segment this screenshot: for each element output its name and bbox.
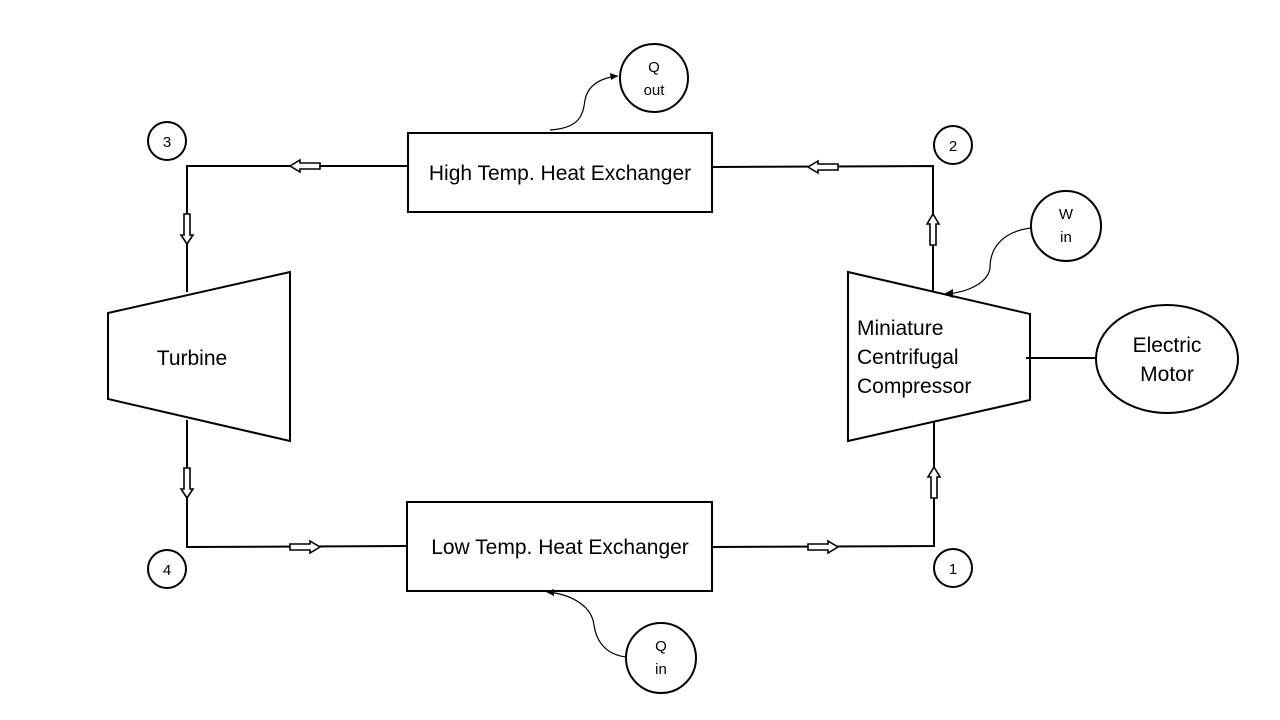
q-out-node: Q out xyxy=(619,43,689,113)
svg-text:3: 3 xyxy=(163,134,171,151)
state-marker-3: 3 xyxy=(147,121,187,161)
pipe-turbine-to-state-4 xyxy=(186,420,408,549)
q-out-arrowhead xyxy=(610,73,618,80)
compressor-label-line-2: Centrifugal xyxy=(857,346,959,369)
motor-label-line-1: Electric xyxy=(1133,334,1202,357)
svg-text:1: 1 xyxy=(949,561,957,578)
flow-arrow-up-right-bottom xyxy=(926,465,942,499)
electric-motor: Electric Motor xyxy=(1095,304,1239,414)
flow-arrow-left-top-right xyxy=(806,159,839,175)
w-in-arrowhead xyxy=(944,289,953,298)
q-out-connector xyxy=(549,75,619,131)
svg-text:out: out xyxy=(644,82,666,99)
svg-text:Q: Q xyxy=(655,638,667,655)
svg-text:in: in xyxy=(1060,229,1072,246)
flow-arrow-up-right-top xyxy=(925,212,941,246)
pipe-state-2-to-hx xyxy=(711,164,934,293)
q-in-arrowhead xyxy=(546,589,554,596)
svg-text:2: 2 xyxy=(949,138,957,155)
flow-arrow-down-left-bottom xyxy=(179,467,195,500)
state-marker-1: 1 xyxy=(933,548,973,588)
state-marker-2: 2 xyxy=(933,125,973,165)
state-marker-4: 4 xyxy=(147,549,187,589)
miniature-centrifugal-compressor: Miniature Centrifugal Compressor xyxy=(847,260,1031,443)
svg-text:Q: Q xyxy=(648,59,660,76)
flow-arrow-down-left-top xyxy=(179,213,195,246)
low-temp-hx-label: Low Temp. Heat Exchanger xyxy=(431,536,689,559)
flow-arrow-right-bottom-right xyxy=(807,539,840,555)
compressor-label-line-3: Compressor xyxy=(857,375,971,398)
svg-text:W: W xyxy=(1059,206,1074,223)
pipe-hx-to-state-3 xyxy=(186,165,408,292)
turbine-label: Turbine xyxy=(157,347,227,370)
motor-label-line-2: Motor xyxy=(1140,363,1194,386)
svg-text:in: in xyxy=(655,661,667,678)
compressor-label-line-1: Miniature xyxy=(857,317,943,340)
flow-arrow-right-bottom-left xyxy=(289,539,322,555)
q-in-connector xyxy=(547,591,628,658)
svg-text:4: 4 xyxy=(163,562,171,579)
turbine: Turbine xyxy=(107,270,291,443)
flow-arrow-left-top-left xyxy=(288,158,321,174)
high-temp-hx-label: High Temp. Heat Exchanger xyxy=(429,162,691,185)
w-in-node: W in xyxy=(1030,190,1102,262)
low-temp-heat-exchanger: Low Temp. Heat Exchanger xyxy=(406,501,713,592)
q-in-node: Q in xyxy=(625,622,697,694)
pipe-hx-to-compressor xyxy=(711,420,935,548)
w-in-connector xyxy=(945,227,1032,295)
high-temp-heat-exchanger: High Temp. Heat Exchanger xyxy=(407,132,713,213)
